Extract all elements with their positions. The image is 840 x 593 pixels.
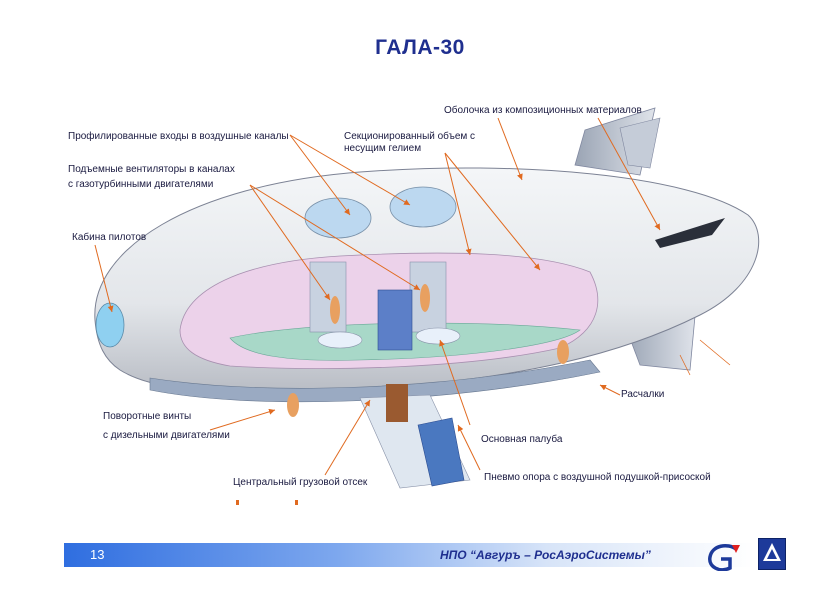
label-shell: Оболочка из композиционных материалов — [444, 105, 642, 116]
label-lift-fans-line2: с газотурбинными двигателями — [68, 179, 214, 190]
emblem-icon — [758, 538, 786, 570]
label-air-cushion: Пневмо опора с воздушной подушкой-присос… — [484, 472, 711, 483]
label-main-deck: Основная палуба — [481, 434, 563, 445]
page-number: 13 — [90, 547, 105, 562]
ground-markers — [236, 500, 298, 505]
tail-fins — [574, 107, 696, 371]
label-rotary-props-line2: с дизельными двигателями — [103, 430, 230, 441]
company-logo-icon — [708, 543, 740, 571]
label-guy-wires: Расчалки — [621, 389, 665, 400]
cargo-ramp — [359, 384, 471, 489]
label-rotary-props-line1: Поворотные винты — [103, 411, 192, 422]
lower-deck-band — [149, 359, 601, 403]
air-inlets — [304, 186, 457, 239]
label-helium-line1: Секционированный объем с — [344, 131, 476, 142]
organization-name: НПО “Авгуръ – РосАэроСистемы” — [440, 548, 651, 562]
guy-wires — [679, 339, 731, 376]
label-profiled-inlets: Профилированные входы в воздушные каналы — [68, 131, 289, 142]
label-cockpit: Кабина пилотов — [72, 232, 147, 243]
callout-arrows — [94, 117, 661, 476]
slide-title: ГАЛА-30 — [375, 36, 465, 59]
label-lift-fans-line1: Подъемные вентиляторы в каналах — [68, 164, 235, 175]
label-helium-line2: несущим гелием — [344, 143, 422, 154]
propellers — [287, 284, 569, 417]
label-cargo-bay: Центральный грузовой отсек — [233, 477, 368, 488]
footer-bar — [64, 543, 754, 567]
